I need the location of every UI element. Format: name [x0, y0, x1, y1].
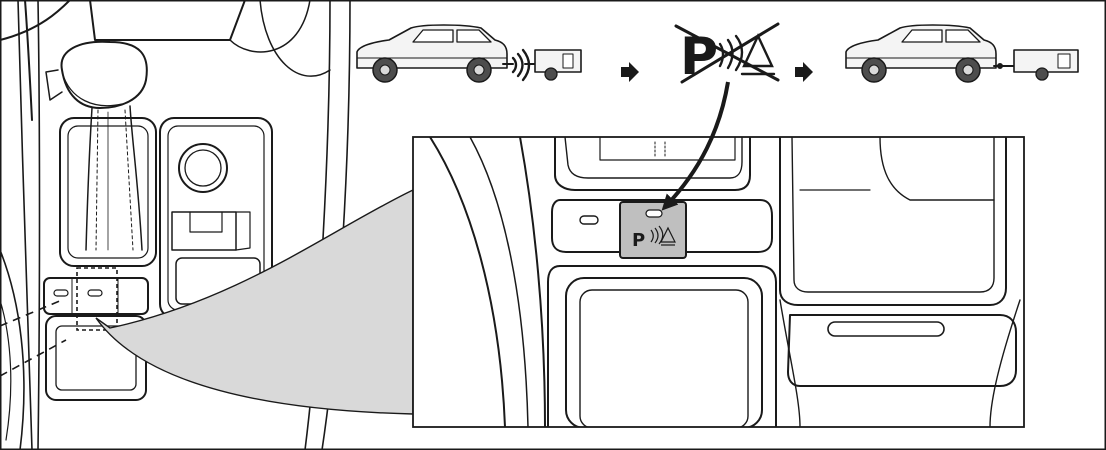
arrow-right-icon — [795, 62, 813, 82]
svg-text:P: P — [680, 27, 718, 87]
arrow-right-icon — [621, 62, 639, 82]
zoom-callout-wedge — [96, 190, 413, 414]
car-towing-trailer-with-sensor-waves-icon — [357, 25, 581, 82]
car-towing-trailer-icon — [846, 25, 1078, 82]
parking-assist-button: P — [620, 202, 686, 258]
zoom-detail-view: P — [413, 137, 1024, 428]
button-letter: P — [632, 230, 645, 251]
parking-assist-crossed-out-icon: P — [676, 24, 778, 87]
